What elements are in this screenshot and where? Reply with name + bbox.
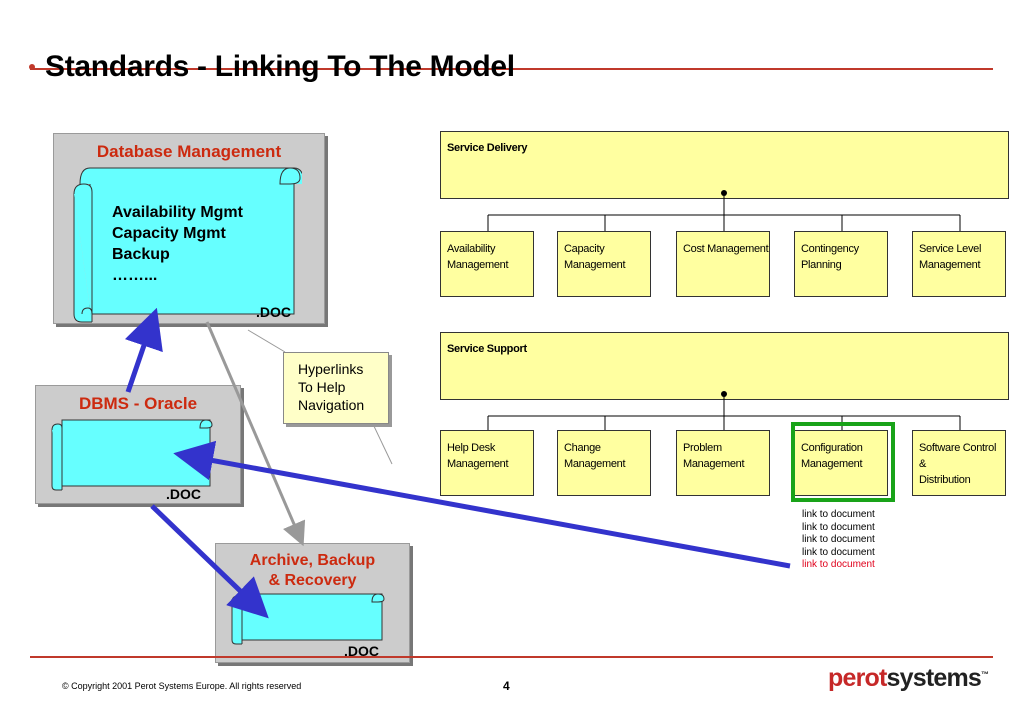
availability-management-box[interactable]: Availability Management	[440, 231, 534, 297]
archive-title: Archive, Backup & Recovery	[216, 551, 409, 591]
copyright-text: © Copyright 2001 Perot Systems Europe. A…	[62, 681, 302, 691]
box-line: Software Control &	[919, 442, 997, 470]
doc-label[interactable]: .DOC	[256, 304, 291, 320]
document-link[interactable]: link to document	[802, 534, 875, 545]
grey-arrow	[205, 321, 306, 547]
dbms-to-database-arrow	[124, 307, 163, 393]
help-desk-management-box[interactable]: Help Desk Management	[440, 430, 534, 496]
archive-title-line2: & Recovery	[268, 572, 357, 589]
service-support-title: Service Support	[447, 343, 527, 355]
box-line: Management	[564, 259, 626, 271]
title-rule	[30, 68, 993, 70]
box-line: Help Desk	[447, 442, 496, 454]
box-line: Management	[683, 458, 745, 470]
box-line: Cost Management	[683, 243, 769, 255]
box-line: Planning	[801, 259, 842, 271]
archive-panel: Archive, Backup & Recovery .DOC	[215, 543, 410, 663]
document-link-active[interactable]: link to document	[802, 559, 875, 570]
link-to-dbms-arrow	[173, 440, 791, 569]
callout-line: Navigation	[298, 397, 365, 413]
box-line: Distribution	[919, 474, 971, 486]
callout-line: To Help	[298, 379, 346, 395]
doc-label[interactable]: .DOC	[166, 486, 201, 502]
database-management-title: Database Management	[96, 142, 282, 161]
box-line: Management	[919, 259, 981, 271]
dbms-oracle-panel: DBMS - Oracle .DOC	[35, 385, 241, 504]
document-link[interactable]: link to document	[802, 509, 875, 520]
slide-title: Standards - Linking To The Model	[45, 50, 515, 83]
box-line: Configuration	[801, 442, 863, 454]
service-support-tree	[487, 391, 961, 430]
capacity-management-box[interactable]: Capacity Management	[557, 231, 651, 297]
change-management-box[interactable]: Change Management	[557, 430, 651, 496]
document-links: link to document link to document link t…	[802, 509, 875, 572]
logo-trademark: ™	[981, 670, 989, 679]
scroll-document-icon	[51, 419, 213, 491]
dbms-to-archive-arrow	[150, 504, 269, 619]
callout-line: Hyperlinks	[298, 361, 364, 377]
service-delivery-tree	[487, 190, 961, 231]
footer-rule	[30, 656, 993, 658]
logo-part1: perot	[828, 664, 887, 692]
item-ellipsis: ……...	[112, 267, 158, 284]
box-line: Management	[447, 458, 509, 470]
dbms-oracle-title: DBMS - Oracle	[78, 394, 198, 413]
perot-systems-logo: perotsystems™	[828, 664, 989, 693]
box-line: Management	[801, 458, 863, 470]
archive-title-line1: Archive, Backup	[249, 552, 376, 569]
service-level-management-box[interactable]: Service Level Management	[912, 231, 1006, 297]
title-bullet	[29, 64, 35, 70]
box-line: Contingency	[801, 243, 859, 255]
box-line: Availability	[447, 243, 496, 255]
box-line: Management	[447, 259, 509, 271]
box-line: Management	[564, 458, 626, 470]
item-backup: Backup	[112, 246, 170, 263]
contingency-planning-box[interactable]: Contingency Planning	[794, 231, 888, 297]
document-link[interactable]: link to document	[802, 546, 875, 558]
hyperlinks-callout: Hyperlinks To Help Navigation	[283, 352, 389, 424]
service-delivery-title: Service Delivery	[447, 142, 528, 154]
box-line: Problem	[683, 442, 722, 454]
item-capacity: Capacity Mgmt	[112, 225, 226, 242]
database-management-panel: Database Management Availability Mgmt Ca…	[53, 133, 325, 324]
item-availability: Availability Mgmt	[112, 204, 243, 221]
scroll-document-icon	[73, 167, 302, 323]
page-number: 4	[503, 679, 510, 693]
database-items: Availability Mgmt Capacity Mgmt Backup ……	[112, 202, 243, 286]
document-link[interactable]: link to document	[802, 521, 875, 533]
software-control-distribution-box[interactable]: Software Control & Distribution	[912, 430, 1006, 496]
cost-management-box[interactable]: Cost Management	[676, 231, 770, 297]
doc-label[interactable]: .DOC	[344, 643, 379, 659]
configuration-management-box[interactable]: Configuration Management	[794, 430, 888, 496]
configuration-highlight-frame	[791, 422, 895, 502]
box-line: Capacity	[564, 243, 605, 255]
box-line: Change	[564, 442, 601, 454]
logo-part2: systems	[886, 664, 982, 692]
problem-management-box[interactable]: Problem Management	[676, 430, 770, 496]
box-line: Service Level	[919, 243, 982, 255]
service-support-band: Service Support	[440, 332, 1009, 400]
